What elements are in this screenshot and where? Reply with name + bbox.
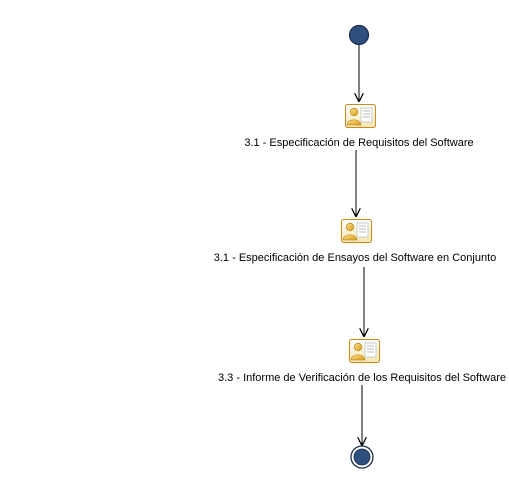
initial-node[interactable] <box>348 24 370 46</box>
document-person-icon <box>341 219 372 243</box>
activity-node-3[interactable] <box>349 339 380 363</box>
activity-label-2: 3.1 - Especificación de Ensayos del Soft… <box>214 252 497 264</box>
activity-label-1: 3.1 - Especificación de Requisitos del S… <box>244 137 473 149</box>
document-person-icon <box>349 339 380 363</box>
document-person-icon <box>345 104 376 128</box>
activity-label-3: 3.3 - Informe de Verificación de los Req… <box>218 372 506 384</box>
activity-node-2[interactable] <box>341 219 372 243</box>
activity-node-1[interactable] <box>345 104 376 128</box>
final-node[interactable] <box>350 445 374 469</box>
